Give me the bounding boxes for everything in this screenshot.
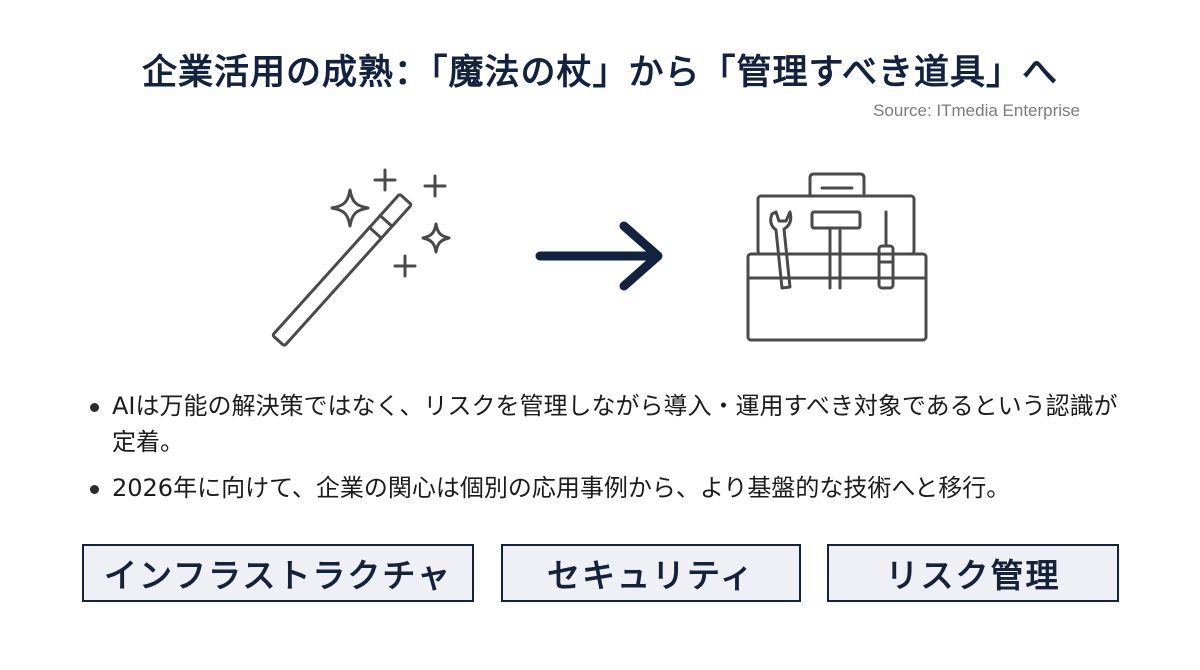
bullet-text: AIは万能の解決策ではなく、リスクを管理しながら導入・運用すべき対象であるという… <box>112 392 1118 456</box>
page-title: 企業活用の成熟：「魔法の杖」から「管理すべき道具」へ <box>141 53 1059 93</box>
keyword-box-risk-management: リスク管理 <box>827 544 1119 602</box>
bullet-item: AIは万能の解決策ではなく、リスクを管理しながら導入・運用すべき対象であるという… <box>88 388 1118 460</box>
source-credit: Source: ITmedia Enterprise <box>873 101 1080 120</box>
toolbox-icon <box>746 172 928 342</box>
keyword-box-infrastructure: インフラストラクチャ <box>82 544 474 602</box>
magic-wand-icon <box>271 168 451 347</box>
keyword-row: インフラストラクチャ セキュリティ リスク管理 <box>0 544 1200 606</box>
bullet-item: 2026年に向けて、企業の関心は個別の応用事例から、より基盤的な技術へと移行。 <box>88 470 1118 506</box>
keyword-box-security: セキュリティ <box>501 544 801 602</box>
bullet-dot <box>90 485 99 494</box>
bullet-dot <box>90 403 99 412</box>
bullet-text: 2026年に向けて、企業の関心は個別の応用事例から、より基盤的な技術へと移行。 <box>112 474 1011 502</box>
arrow-right-icon <box>535 221 663 291</box>
bullet-list: AIは万能の解決策ではなく、リスクを管理しながら導入・運用すべき対象であるという… <box>88 388 1118 516</box>
